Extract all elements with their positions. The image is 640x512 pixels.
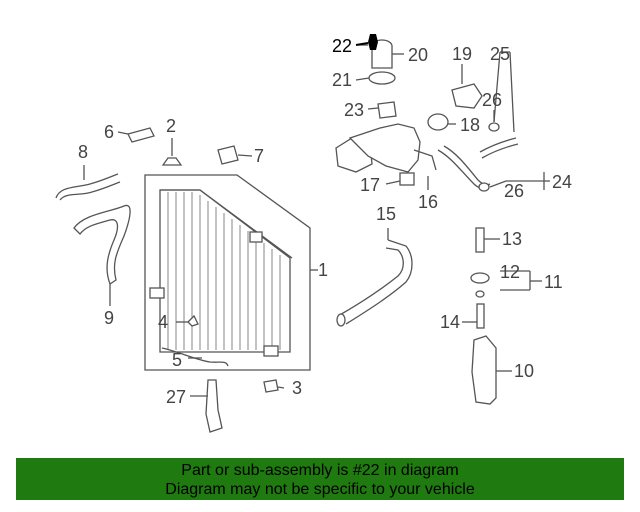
callout-1: 1 <box>318 260 328 280</box>
callout-10: 10 <box>514 361 534 381</box>
upper-hose <box>55 173 119 199</box>
callout-26b: 26 <box>504 181 524 201</box>
part-22-bolt <box>368 34 378 50</box>
callout-24: 24 <box>552 172 572 192</box>
callout-2: 2 <box>166 116 176 136</box>
parts-diagram: 1 2 3 4 5 6 7 8 9 10 11 12 13 14 15 16 1… <box>55 34 572 433</box>
hose-5 <box>161 347 229 367</box>
callout-23: 23 <box>344 100 364 120</box>
callout-12: 12 <box>500 262 520 282</box>
hose-25 <box>479 137 517 153</box>
hose-13 <box>475 227 485 253</box>
callout-17: 17 <box>360 175 380 195</box>
banner-line-2: Diagram may not be specific to your vehi… <box>165 481 475 498</box>
callout-14: 14 <box>440 312 460 332</box>
sensor-17 <box>399 172 415 186</box>
callout-19: 19 <box>452 44 472 64</box>
callout-26a: 26 <box>482 90 502 110</box>
pipe-15 <box>337 247 404 317</box>
cap-2 <box>161 157 183 166</box>
callout-21: 21 <box>332 70 352 90</box>
thermostat-18 <box>427 113 449 131</box>
callout-18: 18 <box>460 115 480 135</box>
callout-11: 11 <box>544 272 563 292</box>
bracket-6 <box>127 127 155 143</box>
reservoir-10 <box>471 335 497 405</box>
bracket-27 <box>205 379 223 433</box>
grommet-3 <box>263 379 279 393</box>
clip-4 <box>187 314 199 327</box>
cap-12 <box>470 272 490 284</box>
callout-8: 8 <box>78 142 88 162</box>
radiator <box>144 174 311 371</box>
gasket-7 <box>217 145 239 165</box>
callout-6: 6 <box>104 122 114 142</box>
info-banner: Part or sub-assembly is #22 in diagram D… <box>16 458 624 500</box>
callout-25: 25 <box>490 44 510 64</box>
cap-19 <box>451 83 483 109</box>
callout-15: 15 <box>376 204 396 224</box>
callout-27: 27 <box>166 387 186 407</box>
sensor-23 <box>377 101 397 119</box>
callout-20: 20 <box>408 45 428 65</box>
callout-7: 7 <box>254 146 264 166</box>
callout-13: 13 <box>502 229 522 249</box>
callout-3: 3 <box>292 378 302 398</box>
banner-line-1: Part or sub-assembly is #22 in diagram <box>181 462 459 479</box>
gasket-21 <box>368 71 396 85</box>
callout-9: 9 <box>104 308 114 328</box>
lower-hose <box>73 204 131 285</box>
callout-16: 16 <box>418 192 438 212</box>
callout-5: 5 <box>172 350 182 370</box>
hose-14 <box>476 303 485 329</box>
callout-4: 4 <box>158 312 168 332</box>
callout-22: 22 <box>332 36 352 56</box>
